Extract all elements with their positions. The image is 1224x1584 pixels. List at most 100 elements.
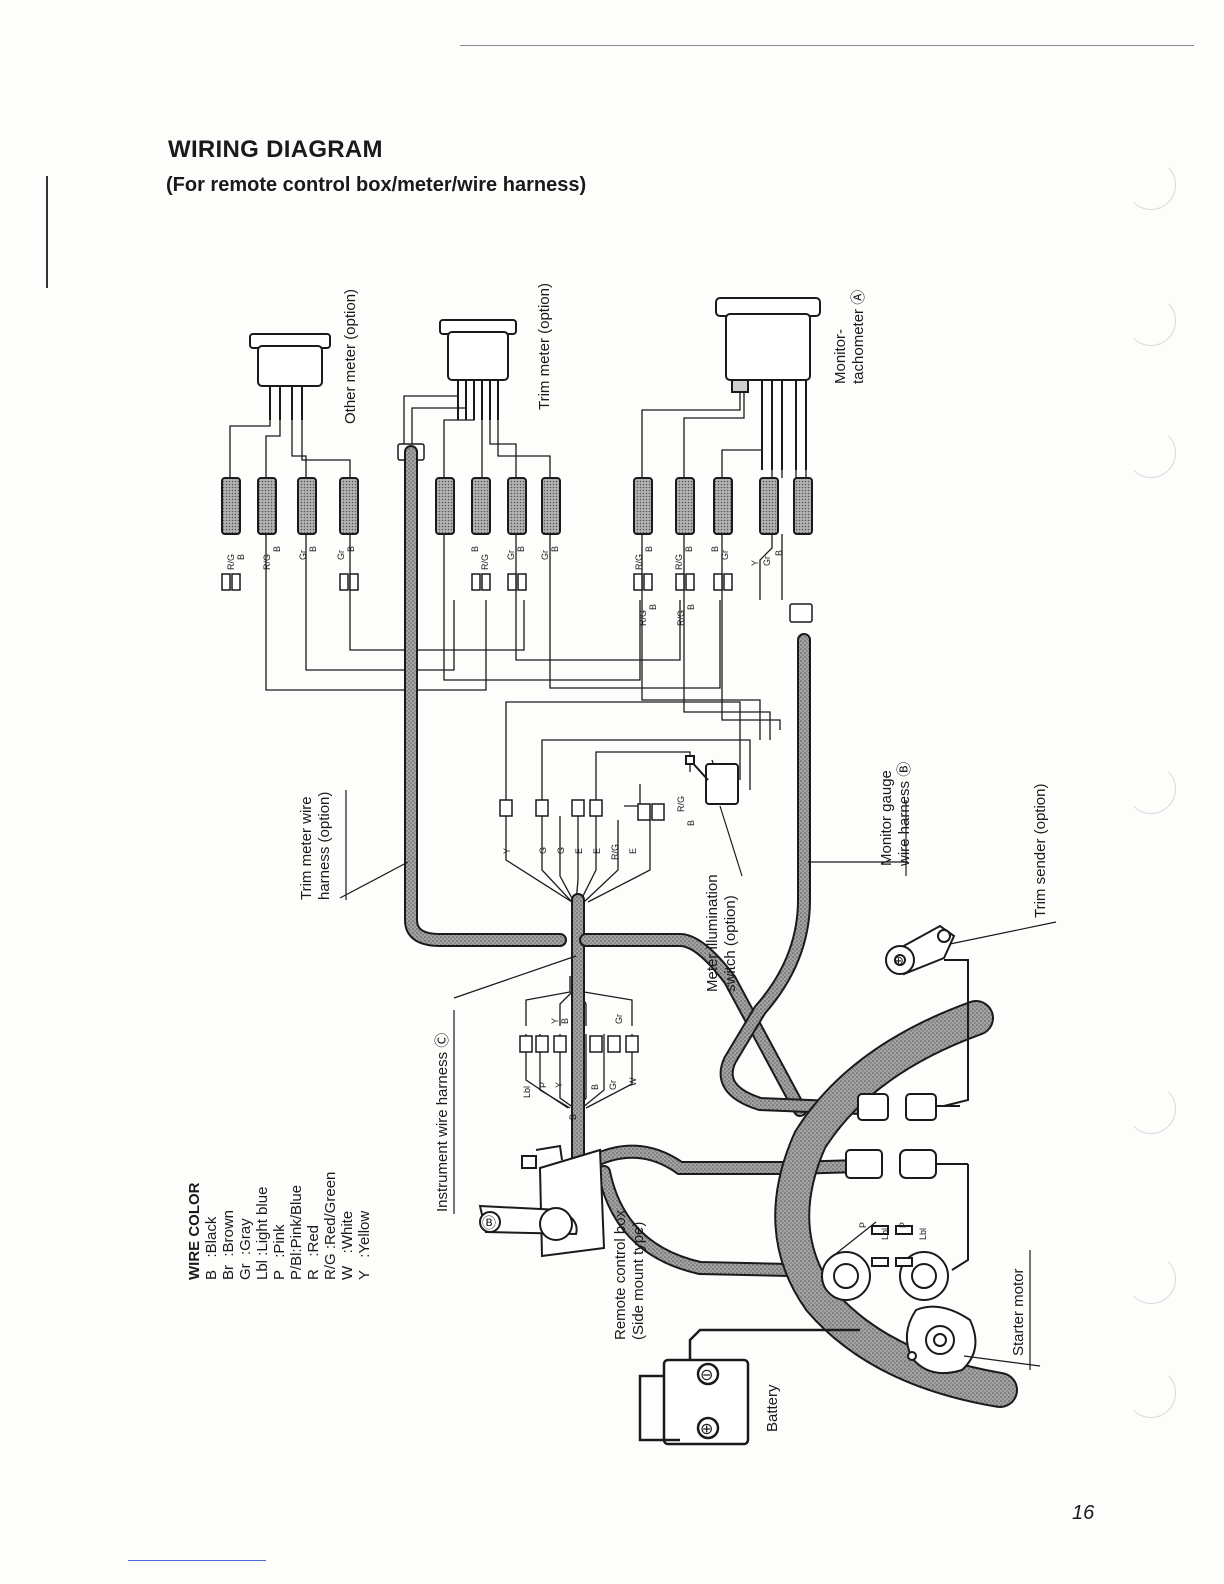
- binder-hole: [1126, 428, 1176, 478]
- binder-hole: [1126, 1254, 1176, 1304]
- legend-item: R :Red: [305, 1224, 322, 1280]
- wire-label: B: [686, 820, 696, 826]
- legend-title: WIRE COLOR: [186, 1182, 203, 1281]
- page-number: 16: [1072, 1502, 1095, 1524]
- label-remote-box-line2: (Side mount type): [630, 1221, 647, 1340]
- connector-block: [759, 477, 779, 535]
- meter-illumination-switch: [685, 755, 739, 805]
- binder-hole: [1126, 1368, 1176, 1418]
- wire-label: Y: [550, 1018, 560, 1024]
- battery-positive: ⊕: [700, 1421, 713, 1438]
- label-monitor-tachometer-line2: tachometer Ⓐ: [850, 289, 867, 384]
- wire-label: B: [590, 1084, 600, 1090]
- wire-label: R/G: [634, 554, 644, 570]
- label-trim-meter-harness-line2: harness (option): [316, 791, 333, 900]
- connector-block: [297, 477, 317, 535]
- connector-blocks: [221, 477, 813, 535]
- wire-label: B: [684, 546, 694, 552]
- wire-label: R/G: [674, 554, 684, 570]
- connector-block: [507, 477, 527, 535]
- wire-label: P: [858, 1222, 868, 1228]
- wire-label: B: [560, 1018, 570, 1024]
- label-trim-meter-harness: Trim meter wire harness (option): [298, 792, 334, 900]
- top-rule: [460, 45, 1194, 46]
- trim-meter-gauge: [439, 319, 517, 420]
- wire-label: B: [550, 546, 560, 552]
- label-trim-meter-harness-line1: Trim meter wire: [298, 796, 315, 900]
- page-title: WIRING DIAGRAM: [168, 136, 383, 163]
- wire-label: Lbl: [522, 1086, 532, 1098]
- wire-label: P: [538, 1082, 548, 1088]
- label-remote-control-box: Remote control box (Side mount type): [612, 1210, 648, 1340]
- wire-label: Gr: [762, 556, 772, 566]
- wire-label: B: [516, 546, 526, 552]
- label-meter-illum-line2: switch (option): [722, 895, 739, 992]
- wire-label: B: [686, 604, 696, 610]
- connector-block: [435, 477, 455, 535]
- wire-label: E: [628, 848, 638, 854]
- wire-label: W: [628, 1077, 638, 1086]
- wire-label: R/G: [676, 610, 686, 626]
- wire-label: B: [568, 1114, 578, 1120]
- battery-negative: ⊖: [700, 1367, 713, 1384]
- label-monitor-gauge-harness-line1: Monitor gauge: [878, 770, 895, 866]
- wire-label: B: [648, 604, 658, 610]
- wire-label: R/G: [480, 554, 490, 570]
- label-trim-meter: Trim meter (option): [536, 283, 553, 410]
- trim-sender-terminal: ⊕: [893, 953, 904, 968]
- other-meter-gauge: [249, 333, 331, 420]
- binder-hole: [1126, 296, 1176, 346]
- label-monitor-tachometer-line1: Monitor-: [832, 328, 849, 384]
- wire-label: Gr: [608, 1080, 618, 1090]
- binder-hole: [1126, 764, 1176, 814]
- connector-block: [471, 477, 491, 535]
- remote-box-marker: Ⓑ: [482, 1215, 496, 1231]
- label-trim-sender: Trim sender (option): [1032, 783, 1049, 919]
- connector-block: [541, 477, 561, 535]
- legend-item: R/G :Red/Green: [322, 1171, 339, 1280]
- wire-label: B: [774, 550, 784, 556]
- wire-label: P: [898, 1222, 908, 1228]
- binder-hole: [1126, 1084, 1176, 1134]
- legend-item: W :White: [339, 1210, 356, 1280]
- battery: [638, 1328, 860, 1446]
- wire-label: R/G: [226, 554, 236, 570]
- wire-label: G: [556, 847, 566, 854]
- connector-block: [713, 477, 733, 535]
- wire-label: B: [710, 546, 720, 552]
- wire-label: R/G: [638, 610, 648, 626]
- wire-label: Gr: [298, 550, 308, 560]
- trim-sender: [885, 924, 969, 1107]
- remote-control-box: [478, 1144, 606, 1258]
- wire-label: G: [538, 847, 548, 854]
- wire-label: Lbl: [918, 1228, 928, 1240]
- label-meter-illum-line1: Meter illumination: [704, 874, 721, 992]
- wire-harnesses: [404, 445, 1018, 1408]
- starter-motor: [905, 1305, 977, 1374]
- label-starter-motor: Starter motor: [1010, 1268, 1027, 1356]
- connector-block: [257, 477, 277, 535]
- wire-label: Gr: [540, 550, 550, 560]
- wire-label: R/G: [676, 796, 686, 812]
- legend-item: Y :Yellow: [356, 1210, 373, 1280]
- legend-item: Lbl :Light blue: [254, 1186, 271, 1280]
- legend-item: P :Pink: [271, 1224, 288, 1280]
- legend-item: B :Black: [203, 1216, 220, 1280]
- page-subtitle: (For remote control box/meter/wire harne…: [166, 174, 587, 196]
- margin-rule: [46, 176, 48, 288]
- legend-item: P/Bl:Pink/Blue: [288, 1184, 305, 1280]
- wire-label: Y: [750, 560, 760, 566]
- wire-label: Gr: [336, 550, 346, 560]
- label-monitor-gauge-harness-line2: wire harness Ⓑ: [896, 761, 913, 866]
- label-monitor-gauge-harness: Monitor gauge wire harness Ⓑ: [878, 762, 914, 866]
- wire-label: E: [574, 848, 584, 854]
- label-battery: Battery: [764, 1384, 781, 1432]
- label-instrument-wire-harness: Instrument wire harness Ⓒ: [434, 1032, 451, 1212]
- legend-item: Gr :Gray: [237, 1218, 254, 1280]
- wire-label: Lbl: [880, 1228, 890, 1240]
- connector-block: [633, 477, 653, 535]
- wire-label: E: [592, 848, 602, 854]
- leader-lines: [339, 790, 1057, 1370]
